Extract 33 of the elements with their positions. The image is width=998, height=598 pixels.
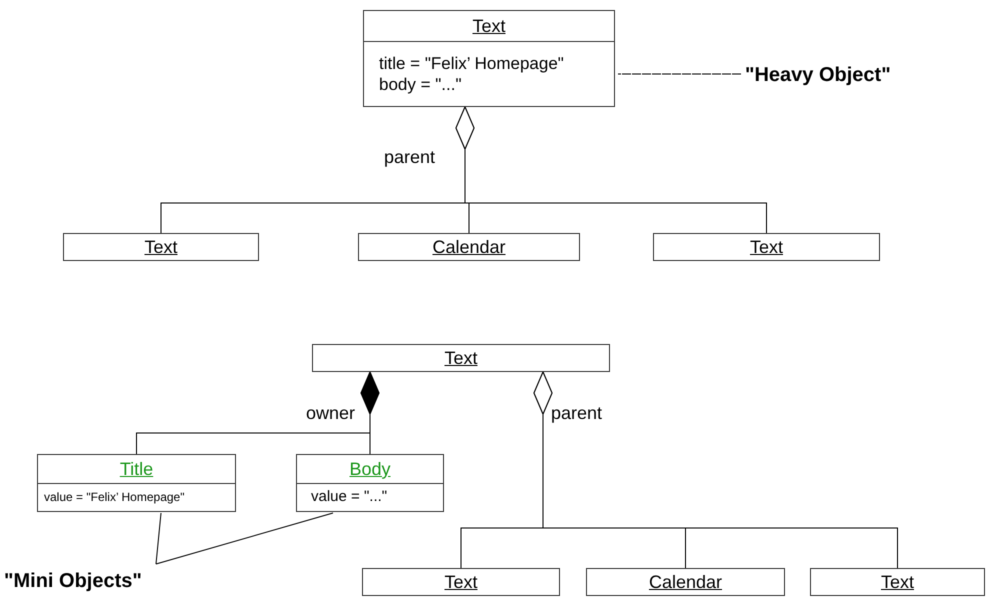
leader-line [156,512,334,564]
object-box [362,568,560,596]
attribute-text: body = "..." [378,74,462,96]
object-box [358,233,580,261]
object-box [363,10,615,107]
note-text: "Mini Objects" [4,566,174,596]
object-name: Text [444,573,478,591]
note-text: "Heavy Object" [745,60,955,90]
edge-label: parent [384,148,436,166]
object-name: Text [472,17,506,35]
object-box [653,233,880,261]
object-box [296,454,444,512]
object-name: Calendar [432,238,506,256]
object-box [586,568,785,596]
edge-label: parent [551,404,602,422]
object-name: Calendar [648,573,722,591]
object-box [63,233,259,261]
aggregation-line [534,372,898,568]
object-box [810,568,985,596]
object-name: Body [349,460,391,478]
object-name: Title [120,460,154,478]
attribute-text: value = "Felix’ Homepage" [44,490,186,505]
object-name: Text [880,573,914,591]
object-box [312,344,610,372]
object-box [37,454,236,512]
aggregation-line [360,372,380,454]
aggregation-line [456,106,767,234]
attribute-text: title = "Felix’ Homepage" [378,52,565,74]
object-name: Text [144,238,178,256]
object-name: Text [444,349,478,367]
attribute-text: value = "..." [310,488,388,507]
object-name: Text [750,238,783,256]
leader-line [156,512,162,564]
